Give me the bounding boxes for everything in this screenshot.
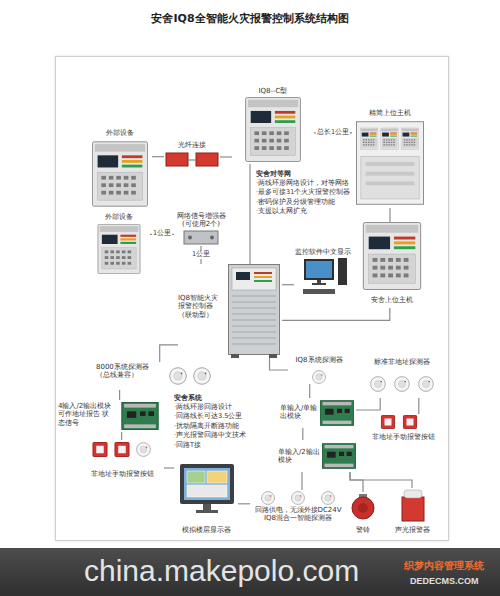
device-node: 非地址手动报警按钮 [362,414,444,444]
device-label: 回路供电，无须外接DC24V IQ8混合一智能探测器 [250,506,346,523]
feature-bullet: ·两线环形网络设计，对等网络 [256,180,349,188]
device-node: 外部设备 [88,212,150,276]
device-label: IQ8系统探测器 [288,356,350,364]
cable-line [121,432,122,440]
device-node: 8000系统探测器（总线兼容） [96,362,214,390]
feature-bullet: ·支援以太网扩充 [256,208,307,216]
cable-line [309,384,310,398]
device-node: 模拟楼层显示器 [174,462,238,536]
device-node: 声光报警器 [388,488,436,536]
device-label: 标准非地址探测器 [360,358,444,366]
cable-line [220,156,232,157]
device-node: 光纤连接 [164,140,220,174]
distance-label: 1公里 [191,251,211,259]
device-label: 外部设备 [88,129,152,137]
device-label: 外部设备 [88,213,150,221]
device-node: 非地址手动报警按钮 [80,440,164,480]
cable-line [152,156,164,157]
device-node: 外部设备 [88,128,152,210]
feature-bullet: ·两线环形回路设计 [174,404,232,412]
device-label: 声光报警器 [388,526,436,534]
device-node: 标准非地址探测器 [360,358,444,398]
cable-line [350,472,412,488]
device-label: 警铃 [346,526,380,534]
cable-line [282,308,390,320]
device-node: 单输入/2输出模块 [278,440,358,472]
feature-bullet: ·最多可接31个火灾报警控制器 [256,189,350,197]
device-node: 监控软件中文显示 [294,248,352,298]
feature-heading: 安舍对等网 [256,170,291,178]
diagram-title: 安舍IQ8全智能火灾报警控制系统结构图 [0,11,500,26]
cms-watermark: DEDECMS.COM [410,576,479,587]
device-label: 4输入/2输出模块 可作地址报告 状态信号 [58,402,116,427]
cable-line [270,358,289,370]
feature-bullet: ·声光报警回路中文技术 [174,432,246,440]
device-label: IQ8智能火灾报警控制器（联动型） [178,294,224,319]
cable-line [301,472,302,490]
cable-line [160,345,178,362]
device-node: 警铃 [346,492,380,536]
device-label: 8000系统探测器（总线兼容） [96,363,152,380]
feature-heading: 安舍系统 [174,394,202,402]
device-node: 单输入/单输出模块 [280,398,356,428]
cable-line [238,503,250,504]
feature-bullet: ·扰动隔离开断路功能 [174,423,239,431]
device-label: 精简上位主机 [352,109,428,117]
distance-label: 1公里 [152,230,172,238]
device-label: 单输入/单输出模块 [280,404,318,421]
cable-line [350,472,363,492]
feature-bullet: ·密码保护及分级管理功能 [256,199,335,207]
device-node: 回路供电，无须外接DC24V IQ8混合一智能探测器 [250,490,346,536]
feature-bullet: ·回路T接 [174,442,201,450]
device-node: 精简上位主机 [352,108,428,208]
distance-label: 总长1公里 [316,129,350,137]
device-label: 监控软件中文显示 [294,248,352,256]
cable-line [418,398,419,414]
cable-line [119,390,120,400]
device-label: 单输入/2输出模块 [278,448,320,465]
cable-line [164,467,174,468]
device-label: IQ8--C型 [232,87,314,95]
device-label: 非地址手动报警按钮 [80,470,164,478]
device-label: 光纤连接 [164,141,220,149]
device-node: 网络信号增强器 (可使用2个) [174,212,228,246]
cable-line [249,164,250,264]
feature-bullet: ·回路线长可达3.5公里 [174,413,242,421]
device-node: IQ8--C型 [232,86,314,164]
device-node: 4输入/2输出模块 可作地址报告 状态信号 [58,400,164,432]
cable-line [356,398,380,410]
device-node: IQ8系统探测器 [288,356,350,384]
cable-line [302,428,303,440]
device-node: 安舍上位主机 [356,222,428,308]
device-label: 安舍上位主机 [356,296,428,304]
device-label: 非地址手动报警按钮 [362,433,444,441]
cable-line [389,208,390,222]
device-label: 模拟楼层显示器 [174,526,238,534]
device-label: 网络信号增强器 (可使用2个) [174,212,228,229]
cable-line [282,284,294,285]
site-watermark: china.makepolo.com [84,553,359,589]
cms-watermark: 织梦内容管理系统 [404,560,484,572]
device-node: IQ8智能火灾报警控制器（联动型） [178,264,282,358]
